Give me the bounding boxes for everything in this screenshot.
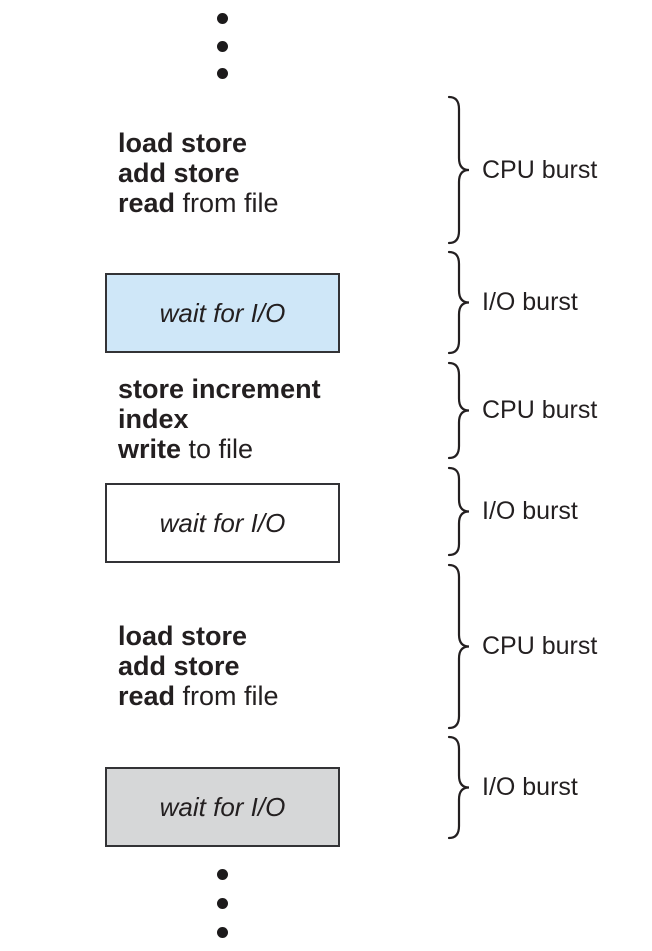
burst-label: CPU burst [482, 632, 598, 660]
ellipsis-dot [217, 869, 228, 880]
burst-label: I/O burst [482, 288, 578, 316]
wait-box: wait for I/O [105, 483, 340, 563]
ellipsis-dot [217, 41, 228, 52]
wait-box-label: wait for I/O [159, 507, 286, 538]
wait-box-label: wait for I/O [159, 297, 286, 328]
curly-brace-icon [446, 361, 472, 460]
code-line: load store [118, 621, 248, 651]
curly-brace-icon [446, 735, 472, 840]
code-block: load store add store read from file [118, 128, 279, 218]
ellipsis-dot [217, 13, 228, 24]
curly-brace-icon [446, 95, 472, 245]
wait-box: wait for I/O [105, 273, 340, 353]
code-line: add store [118, 651, 240, 681]
code-block: load store add store read from file [118, 621, 279, 711]
curly-brace-icon [446, 466, 472, 557]
burst-label: CPU burst [482, 396, 598, 424]
code-line: store increment [118, 374, 321, 404]
burst-label: CPU burst [482, 156, 598, 184]
wait-box-label: wait for I/O [159, 791, 286, 822]
code-line: write to file [118, 434, 254, 464]
code-block: store increment index write to file [118, 374, 321, 464]
code-line: add store [118, 158, 240, 188]
ellipsis-dot [217, 927, 228, 938]
ellipsis-dot [217, 898, 228, 909]
curly-brace-icon [446, 563, 472, 730]
ellipsis-dot [217, 68, 228, 79]
wait-box: wait for I/O [105, 767, 340, 847]
code-line: load store [118, 128, 248, 158]
code-line: index [118, 404, 189, 434]
code-line: read from file [118, 188, 279, 218]
curly-brace-icon [446, 250, 472, 355]
code-line: read from file [118, 681, 279, 711]
burst-label: I/O burst [482, 773, 578, 801]
burst-label: I/O burst [482, 497, 578, 525]
